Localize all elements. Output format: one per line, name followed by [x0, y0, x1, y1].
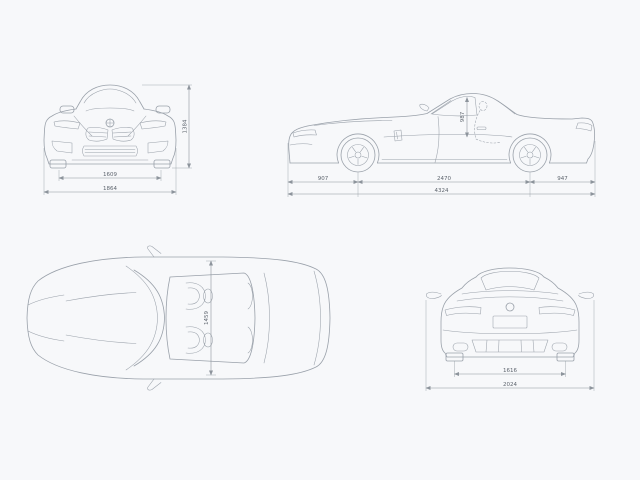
cockpit-opening [165, 272, 256, 364]
right-kidney-grille [111, 127, 135, 142]
front-view-car-outline [43, 84, 177, 169]
rear-body-outline [440, 276, 580, 358]
decklid-lines [456, 290, 564, 302]
rear-wheel [512, 137, 548, 173]
dimension-label-overall-height: 1384 [183, 119, 189, 133]
rear-roundel [505, 302, 515, 312]
side-body-outline [288, 93, 596, 164]
hood-creases [65, 292, 137, 344]
trunk-edge [263, 272, 270, 364]
top-view-dimensions: 1459 [204, 260, 216, 376]
side-view-car-outline [288, 93, 596, 173]
left-kidney-grille [85, 127, 109, 142]
rear-right-mirror [578, 291, 594, 299]
dimension-label-wheelbase: 2470 [437, 176, 451, 182]
dimension-label-rear-overhang: 947 [557, 176, 568, 182]
lower-intake [82, 145, 138, 157]
passenger-seat [185, 326, 213, 354]
side-vent [393, 129, 403, 142]
side-view: 907 2470 947 4324 987 [287, 93, 596, 197]
tail-light [575, 122, 593, 132]
side-view-dimensions: 907 2470 947 4324 987 [287, 97, 596, 197]
dimension-label-width-incl-mirrors: 2024 [503, 382, 517, 388]
side-window [431, 96, 478, 117]
left-tail-light [444, 306, 482, 316]
seat-silhouette [474, 101, 502, 144]
left-tire [49, 159, 67, 169]
door-handle [476, 126, 487, 130]
rear-left-mirror [426, 291, 442, 299]
rear-view-car-outline [426, 267, 594, 362]
front-wheel [340, 137, 376, 173]
windshield-arc [133, 269, 165, 367]
top-body-outline [26, 256, 331, 380]
top-view: 1459 [26, 245, 331, 391]
windshield-outline [79, 84, 141, 103]
dimension-label-overall-length: 4324 [435, 188, 449, 194]
left-exhaust [452, 342, 469, 352]
rear-window [480, 271, 540, 291]
diffuser [471, 339, 549, 353]
rear-view-dimensions: 1616 2024 [425, 300, 595, 391]
wheel-arches [336, 133, 552, 164]
dimension-label-interior-width: 1459 [204, 311, 210, 325]
top-view-car-outline [26, 245, 331, 391]
door-cut-line [434, 116, 440, 163]
dimension-label-cabin: 987 [460, 111, 466, 122]
rear-deck-line [313, 270, 321, 366]
right-headlight [139, 120, 167, 130]
dimension-label-rear-track: 1616 [503, 368, 517, 374]
right-exhaust [551, 342, 568, 352]
right-tail-light [538, 306, 576, 316]
side-mirror [419, 103, 430, 112]
left-corner-intake [51, 140, 73, 154]
driver-seat [185, 282, 213, 310]
right-tire [153, 159, 171, 169]
top-mirror-left [147, 245, 162, 258]
front-view-dimensions: 1609 1864 1384 [43, 84, 192, 195]
left-headlight [53, 120, 81, 130]
license-plate [492, 315, 528, 329]
front-body-outline [43, 108, 177, 165]
front-view: 1609 1864 1384 [43, 84, 192, 195]
top-mirror-right [147, 378, 162, 391]
right-corner-intake [147, 140, 169, 154]
rear-view: 1616 2024 [425, 267, 595, 391]
roll-hoops [247, 282, 253, 354]
dimension-label-overall-width: 1864 [103, 186, 117, 192]
headlight [292, 129, 317, 138]
roof-arc [475, 267, 545, 278]
dimension-label-front-track: 1609 [103, 172, 117, 178]
dimension-label-front-overhang: 907 [318, 176, 329, 182]
